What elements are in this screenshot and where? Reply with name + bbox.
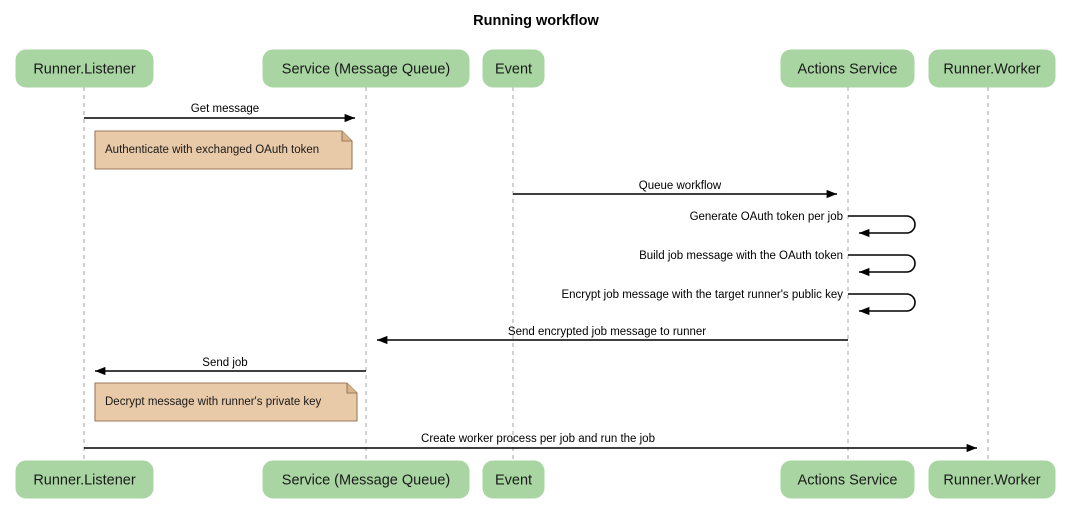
- participant-label-event: Event: [495, 472, 532, 488]
- participant-service-mq-top[interactable]: Service (Message Queue): [262, 49, 470, 88]
- message-generate-oauth-token[interactable]: Generate OAuth token per job: [690, 211, 916, 238]
- message-label-get-message: Get message: [191, 103, 259, 115]
- self-loop-path-build-job-message: [848, 254, 916, 277]
- note-body-note-authenticate: [94, 130, 353, 170]
- participant-box-service-mq[interactable]: [262, 460, 470, 499]
- participant-box-actions-service[interactable]: [780, 49, 915, 88]
- message-label-create-worker-process: Create worker process per job and run th…: [421, 433, 655, 445]
- notes-group: Authenticate with exchanged OAuth tokenD…: [94, 130, 358, 422]
- participant-label-runner-worker: Runner.Worker: [943, 472, 1040, 488]
- participant-label-runner-listener: Runner.Listener: [33, 61, 136, 77]
- page-title: Running workflow: [473, 13, 599, 29]
- message-label-send-job: Send job: [202, 357, 247, 369]
- participant-runner-worker-bottom[interactable]: Runner.Worker: [928, 460, 1056, 499]
- participant-box-runner-listener[interactable]: [15, 460, 154, 499]
- participant-label-service-mq: Service (Message Queue): [282, 472, 450, 488]
- participant-runner-listener-top[interactable]: Runner.Listener: [15, 49, 154, 88]
- lifelines-group: [83, 87, 989, 461]
- participant-label-runner-listener: Runner.Listener: [33, 472, 136, 488]
- participant-box-runner-worker[interactable]: [928, 460, 1056, 499]
- message-send-job[interactable]: Send job: [94, 357, 366, 376]
- participant-box-event[interactable]: [482, 460, 545, 499]
- participant-box-event[interactable]: [482, 49, 545, 88]
- participant-label-event: Event: [495, 61, 532, 77]
- participant-box-runner-listener[interactable]: [15, 49, 154, 88]
- participant-actions-service-top[interactable]: Actions Service: [780, 49, 915, 88]
- self-loop-path-generate-oauth-token: [848, 215, 916, 238]
- self-loop-path-encrypt-job-message: [848, 293, 916, 316]
- message-label-queue-workflow: Queue workflow: [639, 180, 722, 192]
- participant-event-bottom[interactable]: Event: [482, 460, 545, 499]
- message-label-generate-oauth-token: Generate OAuth token per job: [690, 211, 843, 223]
- note-decrypt[interactable]: Decrypt message with runner's private ke…: [94, 382, 358, 422]
- participants-header-group: Runner.Listener Service (Message Queue) Ev…: [15, 49, 1056, 88]
- message-label-build-job-message: Build job message with the OAuth token: [639, 250, 843, 262]
- participant-label-actions-service: Actions Service: [798, 61, 898, 77]
- participant-actions-service-bottom[interactable]: Actions Service: [780, 460, 915, 499]
- participant-box-runner-worker[interactable]: [928, 49, 1056, 88]
- participant-label-runner-worker: Runner.Worker: [943, 61, 1040, 77]
- note-body-note-decrypt: [94, 382, 358, 422]
- message-get-message[interactable]: Get message: [84, 103, 356, 123]
- message-encrypt-job-message[interactable]: Encrypt job message with the target runn…: [561, 289, 916, 316]
- note-fold-corner-note-decrypt: [346, 383, 357, 394]
- participant-event-top[interactable]: Event: [482, 49, 545, 88]
- note-label-note-decrypt: Decrypt message with runner's private ke…: [105, 396, 322, 408]
- participant-box-service-mq[interactable]: [262, 49, 470, 88]
- note-authenticate[interactable]: Authenticate with exchanged OAuth token: [94, 130, 353, 170]
- note-label-note-authenticate: Authenticate with exchanged OAuth token: [105, 144, 319, 156]
- message-send-encrypted-job-message[interactable]: Send encrypted job message to runner: [376, 326, 848, 345]
- message-create-worker-process[interactable]: Create worker process per job and run th…: [84, 433, 978, 453]
- participant-runner-worker-top[interactable]: Runner.Worker: [928, 49, 1056, 88]
- message-build-job-message[interactable]: Build job message with the OAuth token: [639, 250, 916, 277]
- participant-label-actions-service: Actions Service: [798, 472, 898, 488]
- message-label-encrypt-job-message: Encrypt job message with the target runn…: [561, 289, 843, 301]
- participant-runner-listener-bottom[interactable]: Runner.Listener: [15, 460, 154, 499]
- message-label-send-encrypted-job-message: Send encrypted job message to runner: [508, 326, 706, 338]
- participant-box-actions-service[interactable]: [780, 460, 915, 499]
- note-fold-corner-note-authenticate: [341, 131, 352, 142]
- participant-service-mq-bottom[interactable]: Service (Message Queue): [262, 460, 470, 499]
- message-queue-workflow[interactable]: Queue workflow: [513, 180, 838, 199]
- participants-footer-group: Runner.Listener Service (Message Queue) Ev…: [15, 460, 1056, 499]
- participant-label-service-mq: Service (Message Queue): [282, 61, 450, 77]
